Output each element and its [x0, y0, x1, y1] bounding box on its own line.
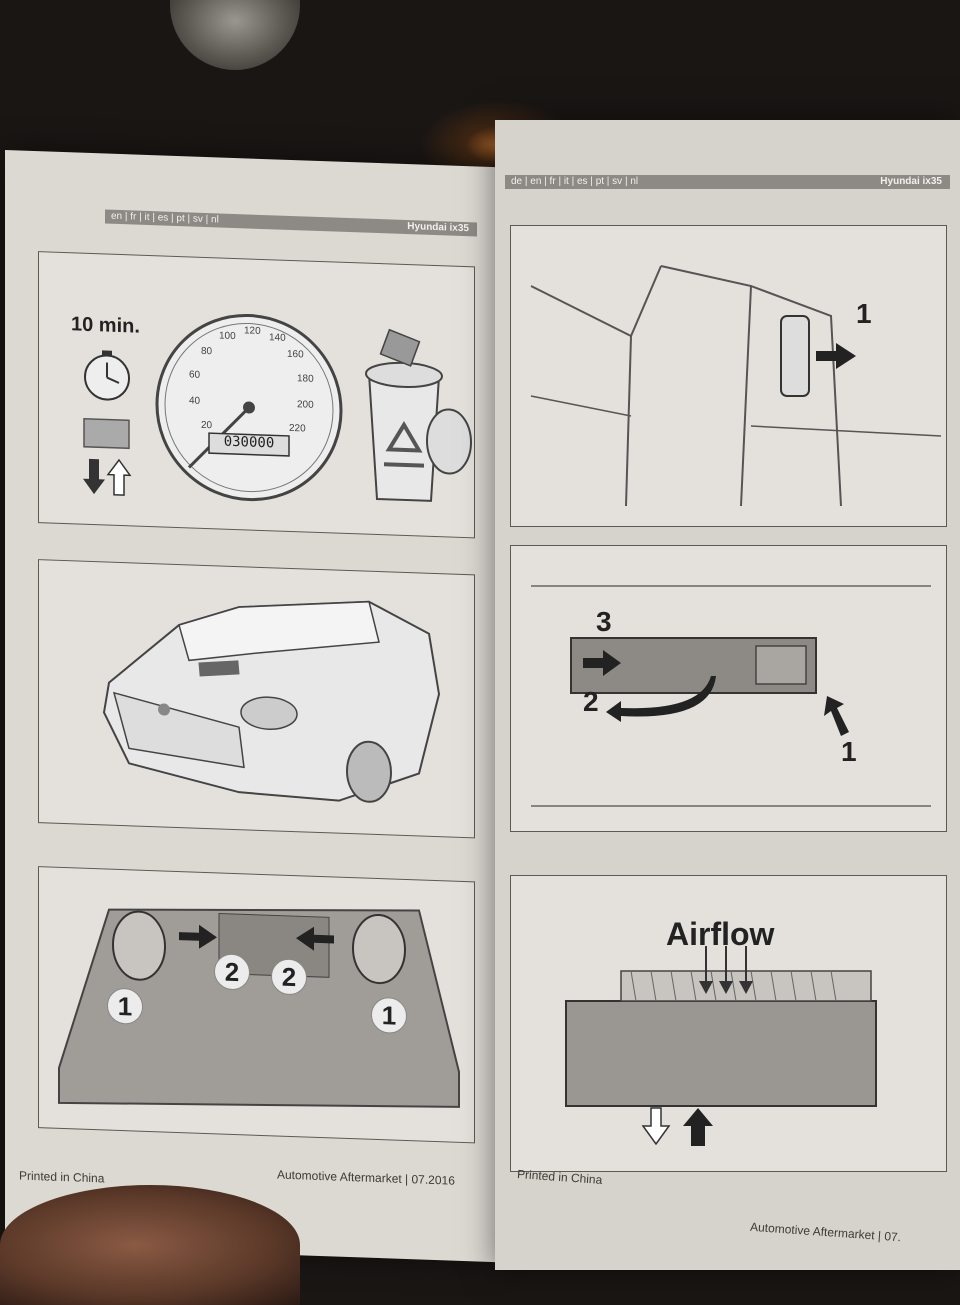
- clock-icon: [84, 350, 130, 401]
- left-header-model: Hyundai ix35: [407, 221, 469, 235]
- speed-tick-220: 220: [289, 422, 306, 435]
- filter-insert-illustration: [565, 946, 877, 1146]
- curved-arrow-icon: [606, 676, 716, 722]
- arrow-right-icon: [583, 650, 621, 676]
- arrow-up-icon: [683, 1108, 713, 1146]
- right-panel-step2: 3 2 1: [510, 545, 947, 832]
- right-page: de | en | fr | it | es | pt | sv | nl Hy…: [495, 120, 960, 1270]
- right-header-bar: de | en | fr | it | es | pt | sv | nl Hy…: [505, 175, 950, 189]
- speed-tick-20: 20: [201, 419, 213, 432]
- filter-cover-illustration: [531, 585, 931, 807]
- speed-tick-80: 80: [201, 345, 213, 358]
- left-panel-intro: 10 min.: [38, 251, 475, 539]
- right-header-langs: de | en | fr | it | es | pt | sv | nl: [511, 176, 639, 187]
- right-step2-label-2: 2: [583, 686, 599, 717]
- speed-tick-180: 180: [297, 373, 314, 385]
- speed-tick-160: 160: [287, 348, 304, 361]
- step-label-2a: 2: [214, 953, 250, 991]
- arrow-left-icon: [296, 926, 334, 951]
- step-label-2b: 2: [271, 958, 307, 996]
- glovebox-illustration: [58, 908, 460, 1108]
- arrow-up-icon: [824, 696, 849, 736]
- left-panel-glovebox: 1 2 2 1: [38, 866, 475, 1144]
- speed-tick-120: 120: [244, 325, 261, 337]
- step-label-1a: 1: [107, 987, 143, 1025]
- left-footer-printed: Printed in China: [19, 1168, 105, 1186]
- arrow-right-icon: [816, 343, 856, 369]
- speed-tick-60: 60: [189, 369, 201, 381]
- finger: [0, 1185, 300, 1305]
- left-page: en | fr | it | es | pt | sv | nl Hyundai…: [5, 150, 495, 1263]
- step-label-1b: 1: [371, 996, 407, 1035]
- speed-tick-140: 140: [269, 332, 286, 344]
- right-step2-label-1: 1: [841, 736, 857, 767]
- left-footer-aftermarket: Automotive Aftermarket | 07.2016: [277, 1167, 455, 1188]
- right-header-model: Hyundai ix35: [880, 176, 942, 187]
- recycle-bin-icon: [365, 328, 472, 502]
- right-step1-label: 1: [856, 298, 872, 329]
- left-header-langs: en | fr | it | es | pt | sv | nl: [111, 210, 219, 226]
- right-panel-step1: 1: [510, 225, 947, 527]
- left-header-bar: en | fr | it | es | pt | sv | nl Hyundai…: [105, 209, 477, 237]
- odometer-value: 030000: [223, 433, 275, 452]
- car-illustration: [102, 600, 441, 803]
- right-panel-step3: Airflow: [510, 875, 947, 1172]
- speed-tick-40: 40: [189, 395, 201, 407]
- dashboard-illustration: [530, 265, 942, 507]
- right-footer-aftermarket: Automotive Aftermarket | 07.: [749, 1219, 902, 1245]
- arrow-up-icon: [106, 458, 132, 496]
- speedometer-icon: [155, 313, 343, 502]
- left-panel-car: [38, 559, 475, 839]
- right-step2-label-3: 3: [596, 606, 612, 637]
- airflow-label: Airflow: [666, 916, 775, 952]
- arrow-down-icon: [641, 1107, 671, 1146]
- intro-illustration: [83, 313, 472, 502]
- gear-knob: [170, 0, 300, 70]
- speed-tick-100: 100: [219, 330, 236, 343]
- filter-icon: [83, 417, 130, 450]
- speed-tick-200: 200: [297, 399, 314, 411]
- arrow-right-icon: [179, 924, 217, 949]
- arrow-down-icon: [83, 458, 105, 495]
